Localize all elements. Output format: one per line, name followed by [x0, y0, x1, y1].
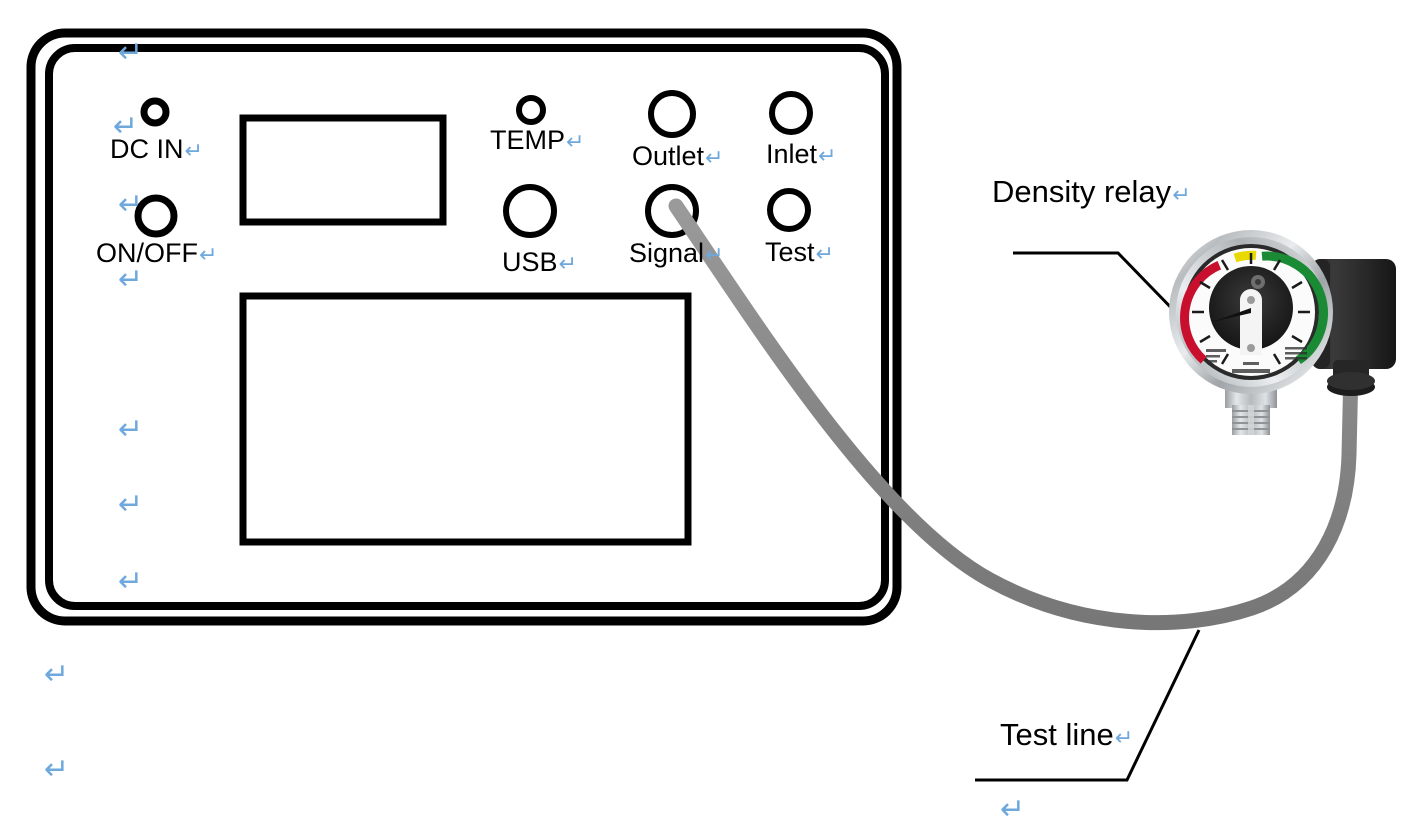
pilcrow-mark: ↵ [118, 487, 144, 522]
gauge-ticks [1192, 253, 1310, 365]
port-on-off [134, 194, 178, 238]
pilcrow-mark: ↵ [118, 412, 144, 447]
pilcrow-mark: ↵ [118, 262, 144, 297]
device-ports [134, 90, 813, 238]
pilcrow-mark: ↵ [1000, 792, 1026, 827]
port-signal [645, 184, 699, 238]
port-test [767, 188, 811, 232]
port-dc-in [140, 97, 170, 127]
device-screens [239, 114, 692, 546]
port-label-outlet: Outlet↵ [632, 141, 724, 171]
pilcrow-mark: ↵ [113, 109, 139, 144]
port-label-inlet: Inlet↵ [766, 139, 837, 169]
pilcrow-mark: ↵ [118, 35, 144, 70]
pilcrow-mark: ↵ [44, 752, 70, 787]
pilcrow-mark: ↵ [118, 187, 144, 222]
port-temp [516, 95, 546, 125]
pilcrow-mark: ↵ [118, 564, 144, 599]
pilcrow-mark: ↵ [44, 657, 70, 692]
callout-test-line: Test line↵ [1000, 717, 1134, 752]
port-label-temp: TEMP↵ [490, 125, 585, 155]
test-line-leader [975, 629, 1201, 782]
density-relay-gauge [1169, 230, 1396, 435]
upper-display [239, 114, 447, 226]
callout-density-relay: Density relay↵ [992, 174, 1191, 209]
density-relay-leader [1013, 251, 1187, 324]
port-usb [503, 184, 557, 238]
gauge-scale-arcs [1180, 250, 1328, 365]
port-label-signal: Signal↵ [629, 238, 724, 268]
port-label-on-off: ON/OFF↵ [96, 238, 218, 268]
test-line-cable [668, 198, 1359, 631]
port-label-usb: USB↵ [502, 247, 577, 277]
port-label-dc-in: DC IN↵ [110, 134, 203, 164]
callout-leaders [975, 251, 1201, 782]
port-outlet [648, 90, 696, 138]
port-inlet [769, 91, 813, 135]
port-label-test: Test↵ [765, 237, 834, 267]
lower-display [239, 292, 692, 546]
gauge-dial-microtext [1206, 347, 1307, 373]
